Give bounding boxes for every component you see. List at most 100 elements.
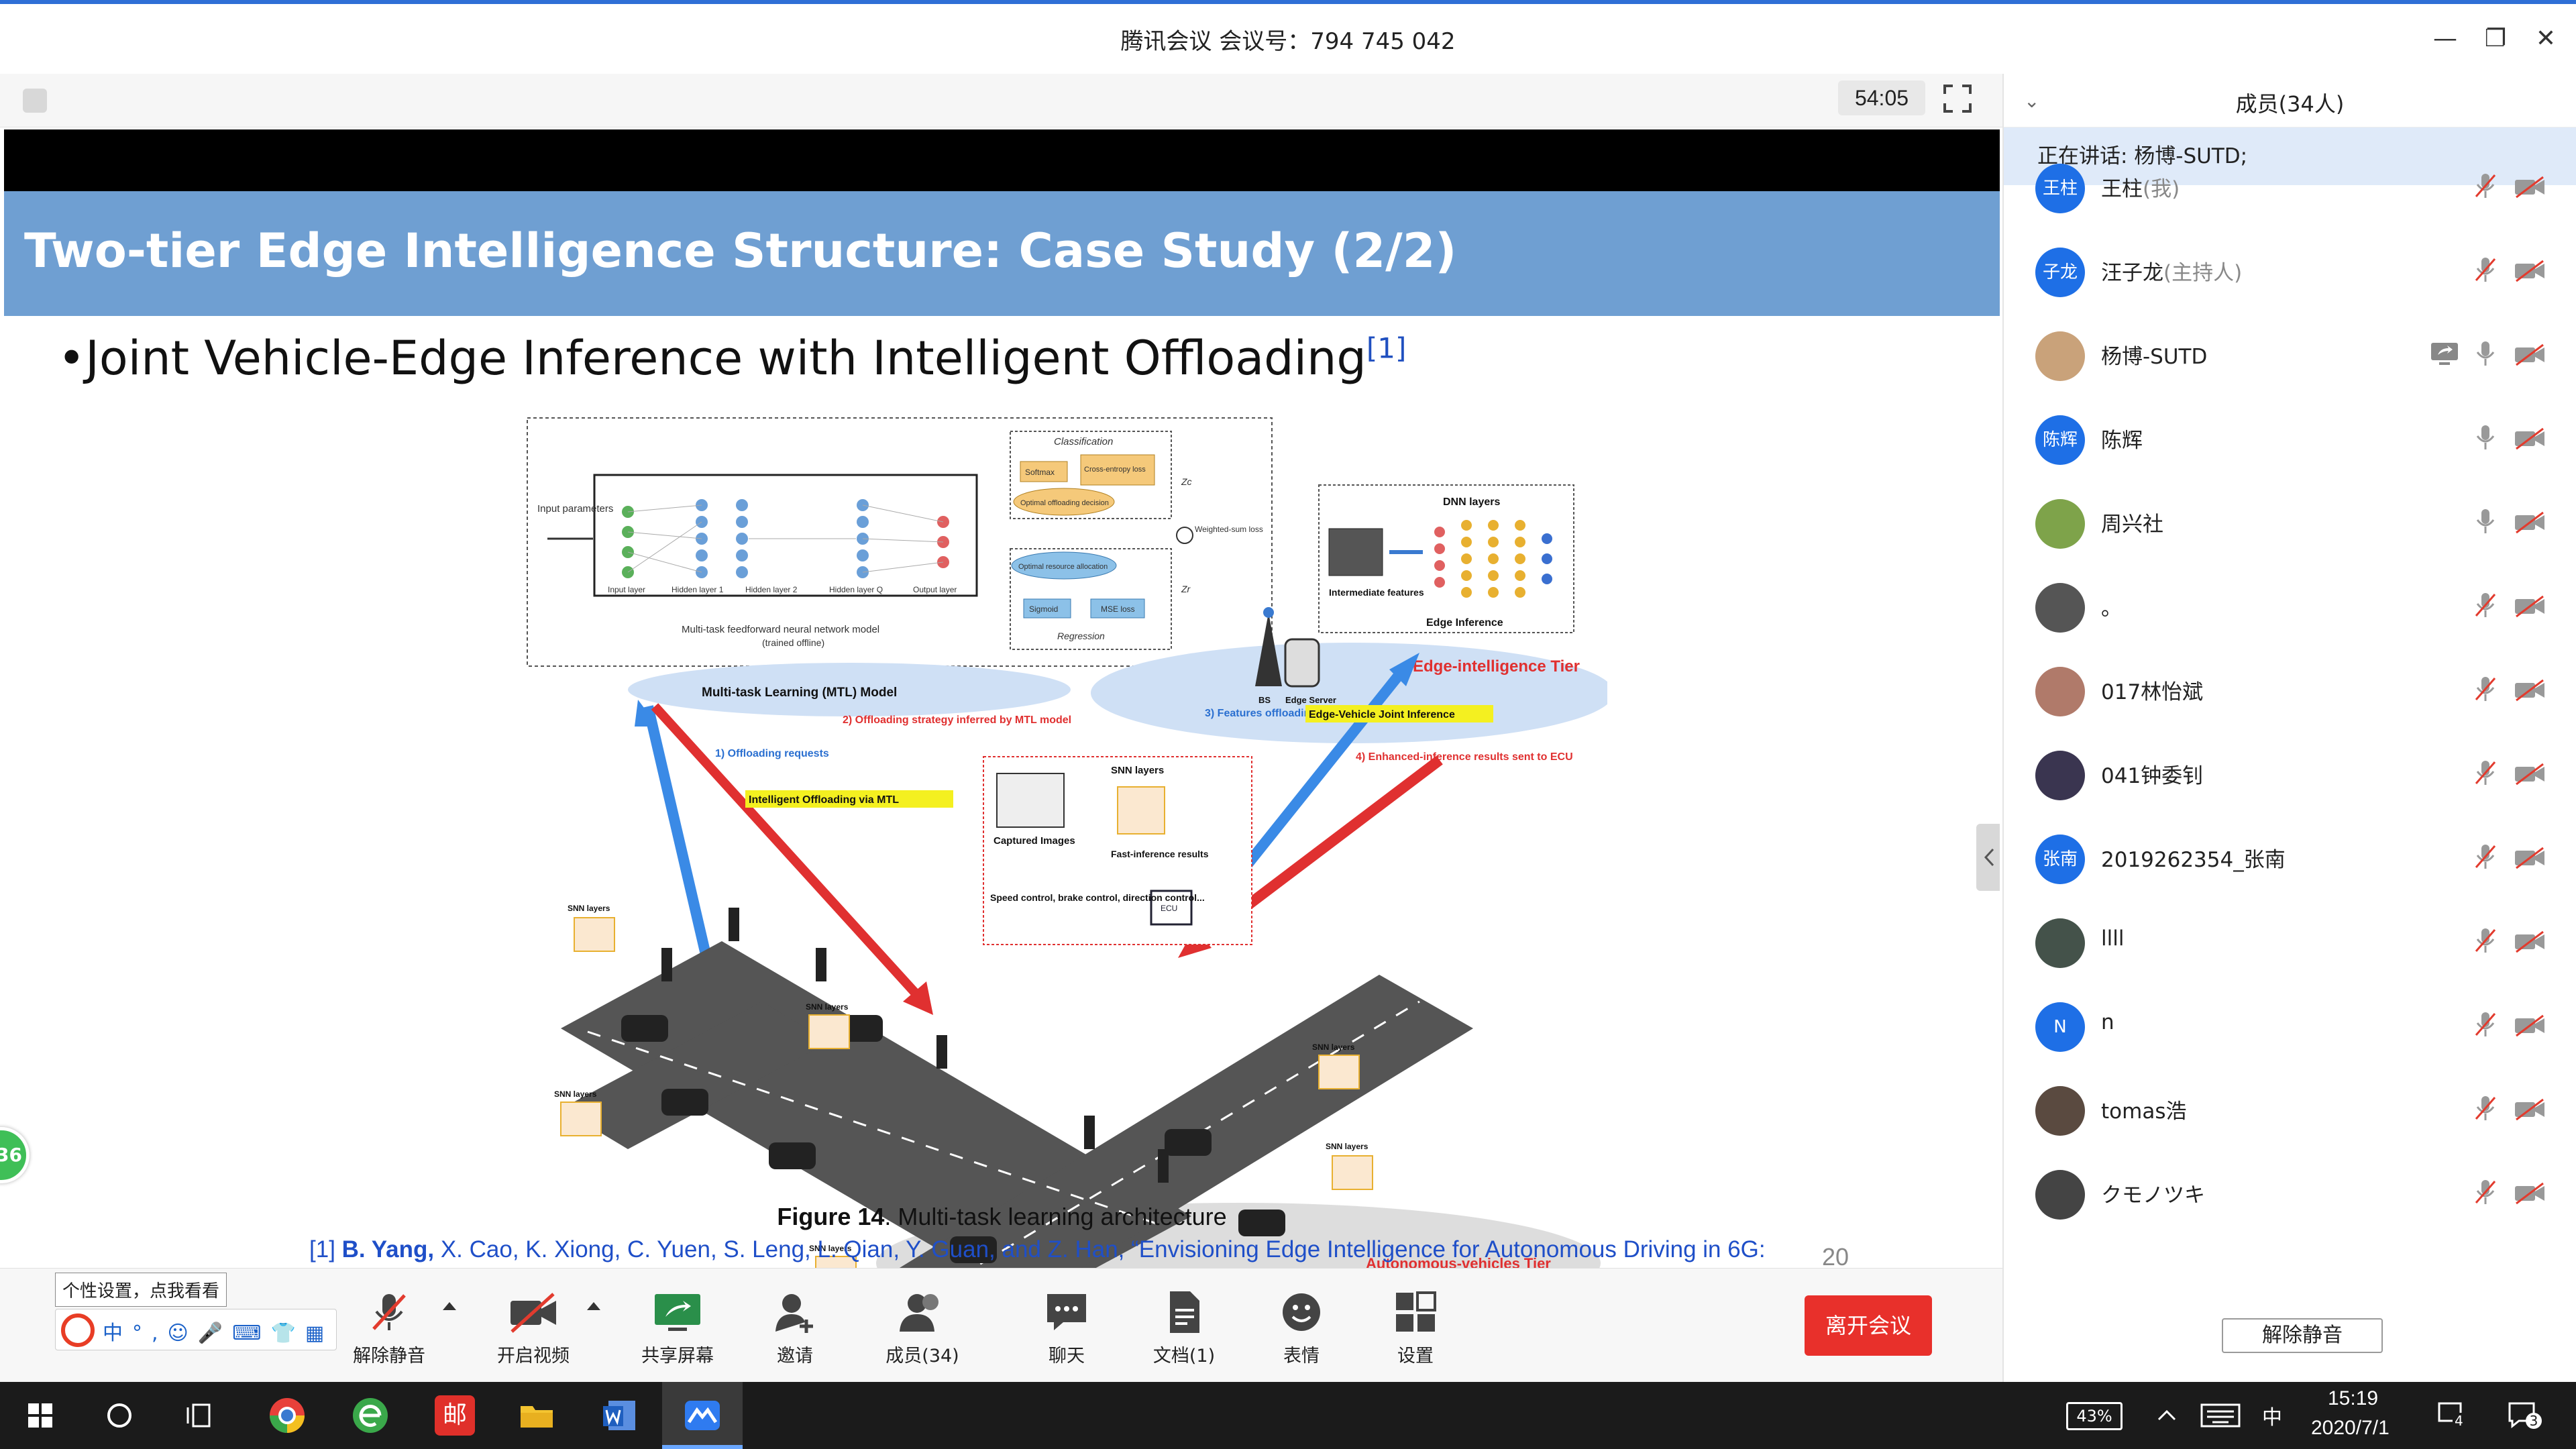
member-row[interactable]: 。 [2004,561,2576,645]
camera-off-icon[interactable] [2514,511,2547,534]
camera-off-icon[interactable] [2514,679,2547,702]
member-row[interactable]: tomas浩 [2004,1065,2576,1148]
mic-muted-icon[interactable] [2473,1011,2498,1038]
member-row[interactable]: クモノツキ [2004,1148,2576,1232]
mic-icon[interactable] [2473,508,2498,535]
member-name-text: 017林怡斌 [2101,680,2204,704]
bullet-text: •Joint Vehicle-Edge Inference with Intel… [58,331,1366,386]
video-control[interactable]: 开启视频 [486,1289,580,1369]
camera-off-icon[interactable] [2514,763,2547,786]
avatar: 张南 [2035,835,2085,884]
mic-muted-icon[interactable] [2473,843,2498,870]
camera-off-icon[interactable] [2514,930,2547,953]
camera-off-icon[interactable] [2514,1098,2547,1121]
members-control[interactable]: 成员(34) [875,1289,969,1369]
weighted-sum-label: Weighted-sum loss [1195,525,1263,534]
mail-app-icon[interactable]: 邮 [435,1395,475,1436]
member-name-text: tomas浩 [2101,1099,2187,1124]
minimize-button[interactable]: — [2433,25,2457,52]
video-options-caret[interactable] [587,1302,600,1310]
camera-off-icon[interactable] [2514,343,2547,366]
sigmoid-box [1023,598,1071,619]
member-row[interactable]: llll [2004,897,2576,981]
ime-toolbar[interactable]: 中°,☺🎤⌨👕▦ [55,1309,337,1350]
camera-off-icon[interactable] [2514,427,2547,450]
active-app-highlight[interactable] [662,1382,743,1449]
share-label: 共享屏幕 [641,1346,714,1366]
camera-off-icon[interactable] [2514,595,2547,618]
ime-indicator[interactable]: 中 [2262,1407,2282,1429]
camera-off-icon[interactable] [2514,1182,2547,1205]
mic-muted-icon[interactable] [2473,1095,2498,1122]
mic-muted-icon[interactable] [2473,172,2498,199]
mic-icon[interactable] [2473,424,2498,451]
member-role: (我) [2143,177,2180,201]
window-title: 腾讯会议 会议号：794 745 042 [1120,28,1456,55]
mic-muted-icon[interactable] [2473,759,2498,786]
chrome-icon[interactable] [267,1395,307,1436]
task-view-icon[interactable] [180,1395,220,1436]
member-row[interactable]: 杨博-SUTD [2004,310,2576,394]
docs-control[interactable]: 文档(1) [1137,1289,1231,1369]
mic-muted-icon[interactable] [2473,1179,2498,1205]
member-row[interactable]: 子龙汪子龙(主持人) [2004,226,2576,310]
fullscreen-icon[interactable] [1942,83,1973,114]
restore-button[interactable]: ❐ [2484,25,2507,52]
chat-control[interactable]: 聊天 [1020,1289,1114,1369]
camera-off-icon[interactable] [2514,847,2547,869]
members-panel: ⌄ 成员(34人) 正在讲话: 杨博-SUTD; 王柱王柱(我)子龙汪子龙(主持… [2002,74,2576,1382]
keyboard-icon[interactable] [2200,1402,2241,1429]
offloading-decision-ellipse [1013,488,1115,516]
cortana-search-icon[interactable] [99,1395,140,1436]
notification-icon[interactable]: 3 [2506,1399,2546,1432]
member-row[interactable]: 陈辉陈辉 [2004,394,2576,478]
camera-off-icon[interactable] [2514,1014,2547,1037]
share-screen-control[interactable]: 共享屏幕 [631,1289,724,1369]
clock-date[interactable]: 2020/7/1 [2311,1417,2390,1439]
browser-e-icon[interactable] [350,1395,390,1436]
resource-allocation-ellipse [1011,551,1117,580]
member-name: 周兴社 [2101,507,2163,537]
bullet-citation: [1] [1366,331,1407,365]
clock-time[interactable]: 15:19 [2328,1387,2379,1409]
arrow-head [635,700,658,727]
security-shield-icon[interactable] [23,89,47,113]
ime-toolbar-glyphs: 中°,☺🎤⌨👕▦ [103,1322,334,1345]
member-row[interactable]: 041钟委钊 [2004,729,2576,813]
sigmoid-label: Sigmoid [1029,604,1058,614]
emoji-control[interactable]: 表情 [1254,1289,1348,1369]
windows-start-icon[interactable] [20,1395,60,1436]
leave-meeting-button[interactable]: 离开会议 [1805,1295,1932,1356]
camera-off-icon[interactable] [2514,260,2547,282]
action-center-icon[interactable]: 4 [2435,1399,2469,1432]
mic-muted-icon[interactable] [2473,927,2498,954]
camera-off-icon[interactable] [2514,176,2547,199]
settings-control[interactable]: 设置 [1368,1289,1462,1369]
audio-options-caret[interactable] [443,1302,456,1310]
mic-icon[interactable] [2473,340,2498,367]
chevron-up-icon[interactable] [2153,1402,2180,1429]
step1-label: 1) Offloading requests [715,748,829,759]
avatar [2035,1170,2085,1220]
file-explorer-icon[interactable] [517,1395,557,1436]
member-name: 017林怡斌 [2101,675,2203,705]
unmute-control[interactable]: 解除静音 [342,1289,436,1369]
mic-muted-icon[interactable] [2473,256,2498,283]
invite-control[interactable]: 邀请 [748,1289,842,1369]
member-row[interactable]: 周兴社 [2004,478,2576,561]
member-name: llll [2101,926,2124,951]
input-parameters-label: Input parameters [537,503,613,515]
word-icon[interactable] [599,1395,639,1436]
battery-indicator[interactable]: 43% [2066,1402,2123,1430]
close-button[interactable]: ✕ [2535,25,2557,52]
panel-unmute-button[interactable]: 解除静音 [2222,1318,2383,1353]
mic-muted-icon[interactable] [2473,592,2498,619]
member-row[interactable]: 王柱王柱(我) [2004,142,2576,226]
onboard-snn-icon [1117,786,1165,835]
chevron-down-icon[interactable]: ⌄ [2024,90,2040,112]
mic-muted-icon[interactable] [2473,676,2498,702]
member-row[interactable]: 017林怡斌 [2004,645,2576,729]
collapse-panel-tab[interactable] [1976,824,2000,891]
